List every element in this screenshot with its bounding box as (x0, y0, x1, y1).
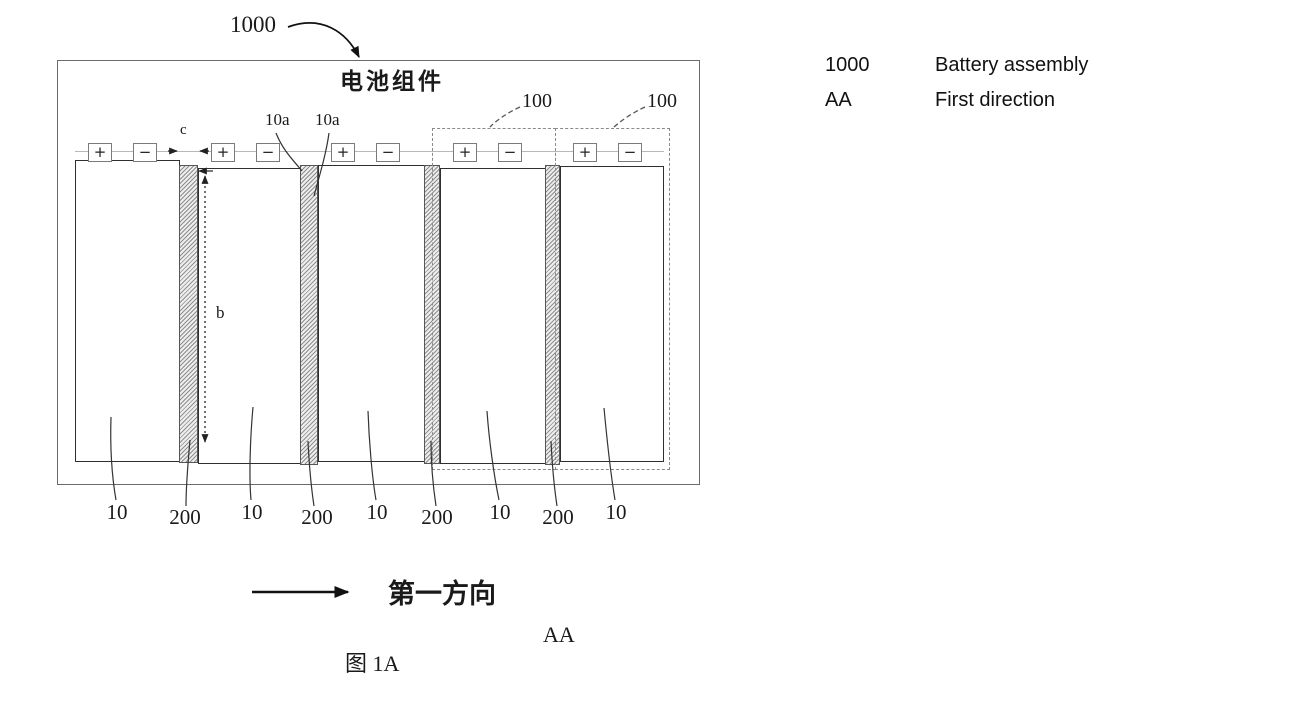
assembly-ref-label: 1000 (230, 12, 276, 37)
battery-terminal-positive: + (331, 143, 355, 162)
plus-icon: + (93, 143, 107, 161)
legend-ref: 1000 (825, 54, 870, 76)
battery-terminal-positive: + (211, 143, 235, 162)
direction-label: 第一方向 (388, 579, 496, 610)
minus-icon: − (623, 143, 637, 161)
battery-terminal-negative: − (256, 143, 280, 162)
legend-ref: AA (825, 89, 852, 111)
battery-assembly-outline (57, 60, 700, 485)
cell-group-outline (432, 128, 556, 470)
legend-row: 1000 Battery assembly (825, 54, 1088, 77)
dimension-b-label: b (216, 303, 225, 322)
cell-ref-label: 10 (241, 500, 263, 524)
cell-group-outline (555, 128, 670, 470)
cell-ref-label: 10 (366, 500, 388, 524)
figure-caption: 图 1A (345, 651, 400, 676)
minus-icon: − (381, 143, 395, 161)
label-10a-left: 10a (265, 110, 290, 129)
cell-ref-label: 10 (106, 500, 128, 524)
minus-icon: − (503, 143, 517, 161)
battery-cell (198, 168, 302, 464)
label-100-left: 100 (522, 90, 552, 112)
separator (300, 165, 318, 465)
terminal-row-line (75, 151, 664, 152)
label-10a-right: 10a (315, 110, 340, 129)
plus-icon: + (578, 143, 592, 161)
assembly-title: 电池组件 (340, 69, 444, 95)
assembly-ref-arrow (287, 22, 360, 59)
separator-ref-label: 200 (301, 505, 333, 529)
dimension-c-label: c (180, 122, 187, 138)
plus-icon: + (216, 143, 230, 161)
minus-icon: − (261, 143, 275, 161)
cell-ref-label: 10 (489, 500, 511, 524)
separator-ref-label: 200 (421, 505, 453, 529)
label-100-right: 100 (647, 90, 677, 112)
legend: 1000 Battery assembly AA First direction (825, 54, 1088, 124)
battery-cell (75, 160, 180, 462)
battery-terminal-negative: − (133, 143, 157, 162)
legend-desc: Battery assembly (935, 54, 1089, 76)
section-label: AA (543, 622, 575, 647)
legend-row: AA First direction (825, 89, 1088, 112)
battery-terminal-negative: − (618, 143, 642, 162)
plus-icon: + (336, 143, 350, 161)
battery-cell (318, 165, 426, 462)
minus-icon: − (138, 143, 152, 161)
separator (179, 165, 198, 463)
plus-icon: + (458, 143, 472, 161)
legend-desc: First direction (935, 89, 1056, 111)
battery-terminal-negative: − (376, 143, 400, 162)
cell-ref-label: 10 (605, 500, 627, 524)
separator-ref-label: 200 (542, 505, 574, 529)
battery-terminal-negative: − (498, 143, 522, 162)
battery-terminal-positive: + (453, 143, 477, 162)
separator-ref-label: 200 (169, 505, 201, 529)
battery-terminal-positive: + (573, 143, 597, 162)
battery-terminal-positive: + (88, 143, 112, 162)
